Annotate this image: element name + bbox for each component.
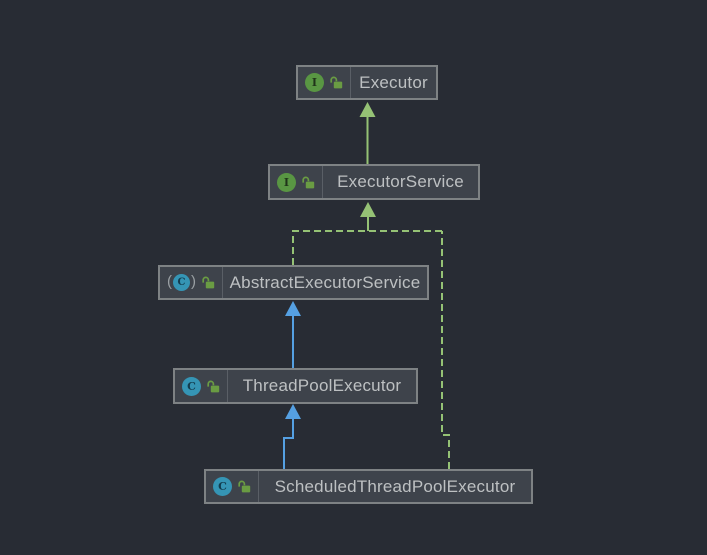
public-unlocked-icon (206, 380, 220, 393)
icon-label-divider (322, 166, 323, 198)
node-abstract-executor-service[interactable]: ( C ) AbstractExecutorService (158, 265, 429, 300)
node-thread-pool-executor[interactable]: C ThreadPoolExecutor (173, 368, 418, 404)
icon-label-divider (258, 471, 259, 502)
arrowhead-up-icon (359, 102, 376, 117)
abstract-class-icon: ( C ) (167, 273, 196, 291)
edge-scheduledthreadpoolexecutor-implements-executorservice (441, 231, 450, 469)
node-icon-cell: I (270, 166, 322, 198)
edge-executorservice-extends-executor (359, 102, 376, 164)
node-label: ScheduledThreadPoolExecutor (274, 476, 516, 496)
class-icon: C (182, 376, 201, 396)
node-icon-cell: C (175, 370, 227, 402)
arrowhead-up-icon (285, 301, 301, 316)
public-unlocked-icon (237, 480, 251, 493)
public-unlocked-icon (329, 76, 343, 89)
node-executor-service[interactable]: I ExecutorService (268, 164, 480, 200)
node-executor[interactable]: I Executor (296, 65, 438, 100)
public-unlocked-icon (201, 276, 215, 289)
arrowhead-up-icon (360, 202, 376, 217)
icon-label-divider (227, 370, 228, 402)
edge-abstractexecutorservice-implements-executorservice (292, 230, 442, 265)
edge-threadpoolexecutor-extends-abstractexecutorservice (285, 301, 301, 368)
edge-line (283, 418, 294, 469)
interface-icon: I (277, 172, 296, 192)
node-icon-cell: ( C ) (160, 267, 222, 298)
node-label: ExecutorService (337, 172, 464, 191)
edge-realization-arrow-stub (360, 202, 376, 231)
node-icon-cell: C (206, 471, 258, 502)
class-icon: C (213, 477, 232, 496)
interface-icon: I (305, 73, 324, 92)
node-icon-cell: I (298, 67, 350, 98)
icon-label-divider (350, 67, 351, 98)
node-label: ThreadPoolExecutor (242, 376, 402, 395)
arrowhead-up-icon (285, 404, 301, 419)
node-label: Executor (359, 72, 428, 92)
public-unlocked-icon (301, 176, 315, 189)
icon-label-divider (222, 267, 223, 298)
edge-scheduledthreadpoolexecutor-extends-threadpoolexecutor (283, 404, 301, 469)
node-label: AbstractExecutorService (229, 272, 421, 292)
node-scheduled-thread-pool-executor[interactable]: C ScheduledThreadPoolExecutor (204, 469, 533, 504)
